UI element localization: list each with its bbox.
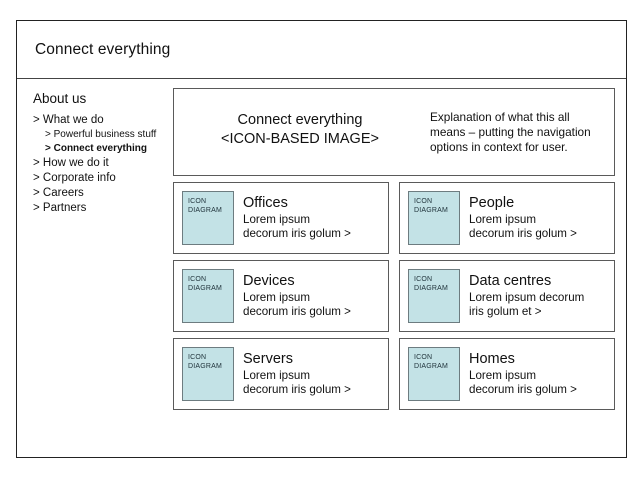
card-description-line1: Lorem ipsum: [243, 291, 311, 304]
icon-diagram-label-line1: ICON: [188, 198, 207, 205]
page-title: Connect everything: [35, 40, 171, 58]
card-title: Devices: [243, 273, 295, 289]
card-row: ICON DIAGRAM Servers Lorem ipsum decorum…: [173, 338, 615, 410]
card-title: Data centres: [469, 273, 552, 289]
icon-diagram-icon: ICON DIAGRAM: [408, 269, 460, 323]
card-description-line2[interactable]: decorum iris golum >: [243, 383, 351, 396]
main-content: Connect everything <ICON-BASED IMAGE> Ex…: [173, 79, 626, 457]
card-data-centres[interactable]: ICON DIAGRAM Data centres Lorem ipsum de…: [399, 260, 615, 332]
card-title: Servers: [243, 351, 293, 367]
icon-diagram-icon: ICON DIAGRAM: [182, 269, 234, 323]
card-title: Homes: [469, 351, 515, 367]
sidebar-heading: About us: [33, 91, 87, 106]
card-text: People Lorem ipsum decorum iris golum >: [460, 195, 577, 241]
icon-diagram-icon: ICON DIAGRAM: [182, 191, 234, 245]
icon-diagram-icon: ICON DIAGRAM: [408, 347, 460, 401]
page-body: About us > What we do > Powerful busines…: [17, 79, 626, 457]
hero-image-placeholder: <ICON-BASED IMAGE>: [221, 131, 379, 147]
icon-diagram-icon: ICON DIAGRAM: [182, 347, 234, 401]
card-description-line2[interactable]: decorum iris golum >: [243, 305, 351, 318]
icon-diagram-label-line2: DIAGRAM: [188, 285, 223, 292]
card-text: Data centres Lorem ipsum decorum iris go…: [460, 273, 584, 319]
card-description-line2[interactable]: decorum iris golum >: [243, 227, 351, 240]
card-homes[interactable]: ICON DIAGRAM Homes Lorem ipsum decorum i…: [399, 338, 615, 410]
icon-diagram-label-line2: DIAGRAM: [414, 363, 449, 370]
icon-diagram-label-line1: ICON: [414, 354, 433, 361]
card-text: Servers Lorem ipsum decorum iris golum >: [234, 351, 351, 397]
wireframe-page-frame: Connect everything About us > What we do…: [16, 20, 627, 458]
card-servers[interactable]: ICON DIAGRAM Servers Lorem ipsum decorum…: [173, 338, 389, 410]
card-people[interactable]: ICON DIAGRAM People Lorem ipsum decorum …: [399, 182, 615, 254]
card-description-line2[interactable]: decorum iris golum >: [469, 227, 577, 240]
card-text: Offices Lorem ipsum decorum iris golum >: [234, 195, 351, 241]
sidebar-item-connect-everything[interactable]: > Connect everything: [45, 143, 147, 154]
hero-left-column: Connect everything <ICON-BASED IMAGE>: [174, 89, 426, 175]
card-title: Offices: [243, 195, 288, 211]
sidebar-nav-list: > What we do > Powerful business stuff >…: [33, 113, 173, 216]
card-description-line1: Lorem ipsum decorum: [469, 291, 585, 304]
hero-panel: Connect everything <ICON-BASED IMAGE> Ex…: [173, 88, 615, 176]
icon-diagram-label-line1: ICON: [188, 354, 207, 361]
hero-title: Connect everything: [237, 112, 363, 128]
sidebar-item-what-we-do[interactable]: > What we do: [33, 114, 104, 126]
hero-right-column: Explanation of what this all means – put…: [426, 89, 614, 175]
card-description-line1: Lorem ipsum: [243, 369, 311, 382]
icon-diagram-label-line1: ICON: [414, 198, 433, 205]
card-grid: ICON DIAGRAM Offices Lorem ipsum decorum…: [173, 182, 615, 410]
icon-diagram-label-line2: DIAGRAM: [188, 363, 223, 370]
card-description-line1: Lorem ipsum: [243, 213, 311, 226]
icon-diagram-label-line2: DIAGRAM: [188, 207, 223, 214]
card-text: Devices Lorem ipsum decorum iris golum >: [234, 273, 351, 319]
card-description-line1: Lorem ipsum: [469, 369, 537, 382]
icon-diagram-label-line2: DIAGRAM: [414, 285, 449, 292]
page-header: Connect everything: [17, 21, 626, 79]
card-row: ICON DIAGRAM Devices Lorem ipsum decorum…: [173, 260, 615, 332]
sidebar-item-careers[interactable]: > Careers: [33, 187, 84, 199]
sidebar-item-corporate-info[interactable]: > Corporate info: [33, 172, 116, 184]
sidebar-item-powerful-business-stuff[interactable]: > Powerful business stuff: [45, 129, 157, 140]
card-offices[interactable]: ICON DIAGRAM Offices Lorem ipsum decorum…: [173, 182, 389, 254]
card-description-line2[interactable]: iris golum et >: [469, 305, 542, 318]
card-title: People: [469, 195, 515, 211]
icon-diagram-label-line2: DIAGRAM: [414, 207, 449, 214]
card-description-line1: Lorem ipsum: [469, 213, 537, 226]
sidebar-item-partners[interactable]: > Partners: [33, 202, 87, 214]
sidebar-item-how-we-do-it[interactable]: > How we do it: [33, 157, 109, 169]
card-row: ICON DIAGRAM Offices Lorem ipsum decorum…: [173, 182, 615, 254]
card-description-line2[interactable]: decorum iris golum >: [469, 383, 577, 396]
icon-diagram-icon: ICON DIAGRAM: [408, 191, 460, 245]
card-devices[interactable]: ICON DIAGRAM Devices Lorem ipsum decorum…: [173, 260, 389, 332]
sidebar-navigation: About us > What we do > Powerful busines…: [17, 79, 173, 457]
hero-explanation-text: Explanation of what this all means – put…: [430, 109, 591, 154]
icon-diagram-label-line1: ICON: [414, 276, 433, 283]
icon-diagram-label-line1: ICON: [188, 276, 207, 283]
card-text: Homes Lorem ipsum decorum iris golum >: [460, 351, 577, 397]
